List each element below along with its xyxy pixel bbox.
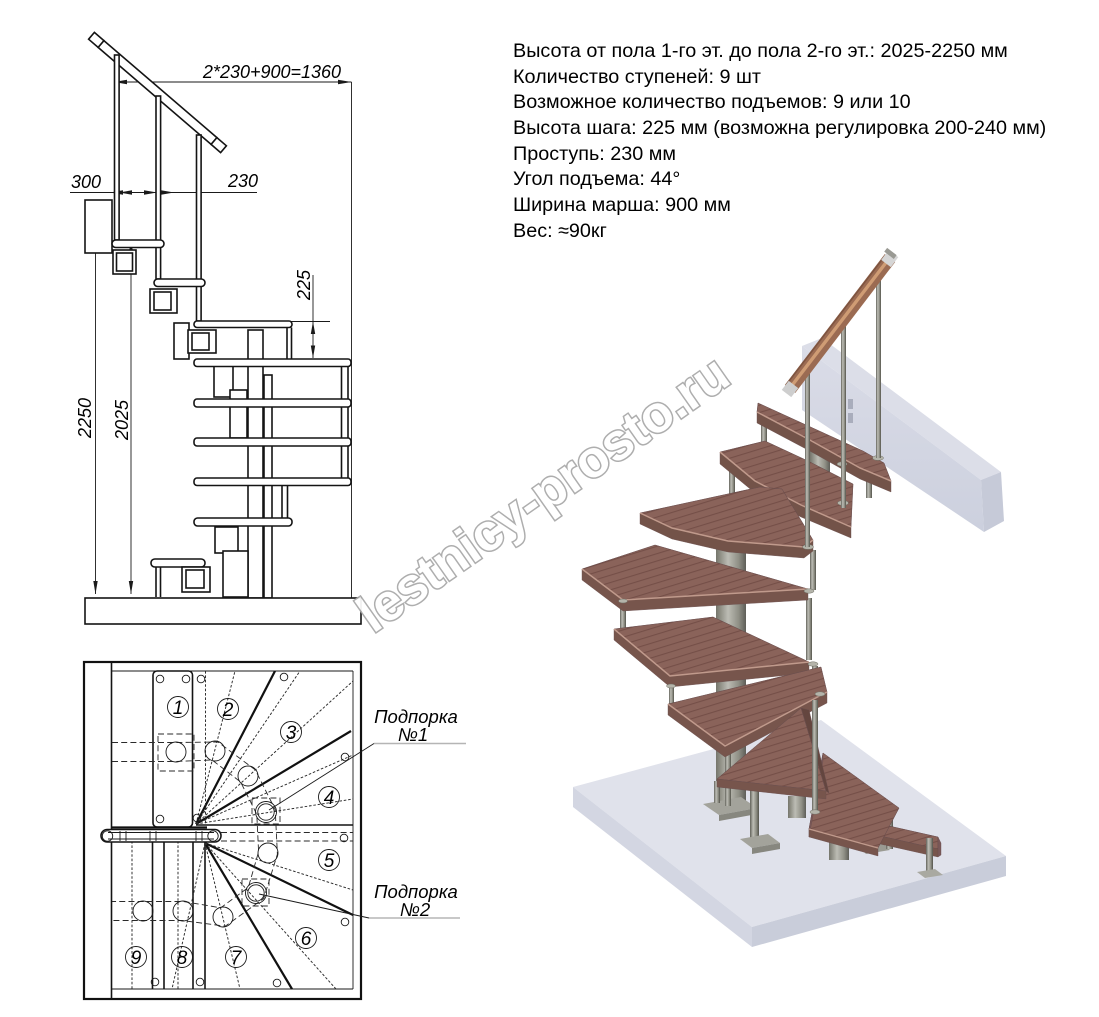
svg-text:9: 9 <box>131 948 142 969</box>
svg-text:Подпорка: Подпорка <box>374 706 458 727</box>
svg-text:300: 300 <box>71 172 101 192</box>
svg-text:№1: №1 <box>398 724 428 745</box>
svg-text:2: 2 <box>222 700 234 721</box>
svg-text:7: 7 <box>231 948 243 969</box>
svg-text:Высота от пола 1-го эт. до пол: Высота от пола 1-го эт. до пола 2-го эт.… <box>513 40 1008 62</box>
svg-text:230: 230 <box>227 171 258 191</box>
svg-text:Высота шага: 225 мм (возможна: Высота шага: 225 мм (возможна регулировк… <box>513 117 1046 139</box>
svg-text:№2: №2 <box>400 899 431 920</box>
svg-text:Ширина марша: 900 мм: Ширина марша: 900 мм <box>513 194 731 216</box>
svg-text:Подпорка: Подпорка <box>374 881 458 902</box>
svg-text:3: 3 <box>286 723 297 744</box>
svg-text:Вес: ≈90кг: Вес: ≈90кг <box>513 220 607 242</box>
svg-text:8: 8 <box>177 948 188 969</box>
svg-text:5: 5 <box>324 851 335 872</box>
svg-text:1: 1 <box>173 698 184 719</box>
svg-text:2250: 2250 <box>75 398 95 439</box>
svg-text:2*230+900=1360: 2*230+900=1360 <box>202 62 341 82</box>
svg-text:Количество ступеней: 9 шт: Количество ступеней: 9 шт <box>513 66 761 88</box>
svg-text:Проступь: 230 мм: Проступь: 230 мм <box>513 143 676 165</box>
svg-text:Угол подъема: 44°: Угол подъема: 44° <box>513 168 680 190</box>
svg-text:2025: 2025 <box>112 399 132 441</box>
svg-text:225: 225 <box>294 269 314 301</box>
svg-text:6: 6 <box>301 929 312 950</box>
svg-text:Возможное количество подъемов:: Возможное количество подъемов: 9 или 10 <box>513 91 911 113</box>
svg-text:4: 4 <box>324 788 335 809</box>
